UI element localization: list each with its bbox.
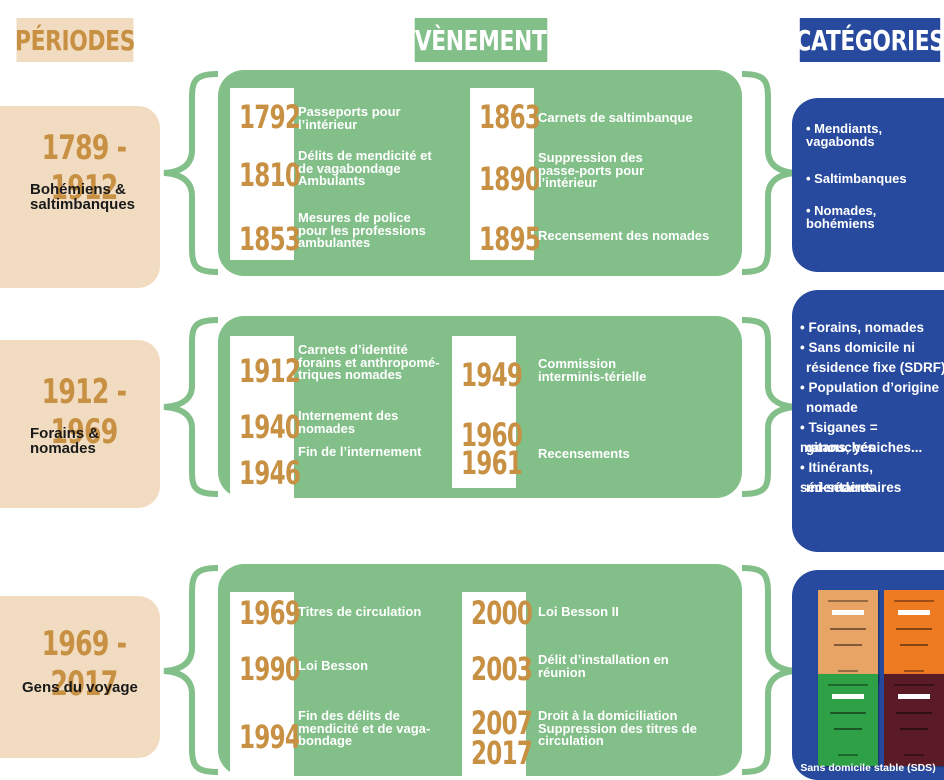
events-header: ÉVÈNEMENTS [400, 18, 562, 62]
carnet-document-orange [884, 590, 944, 682]
category-item: • Tsiganes = manouches [800, 420, 878, 455]
event-text: Loi Besson II [538, 604, 619, 619]
event-text: Carnets de saltimbanque [538, 110, 693, 125]
event-year: 1949 [460, 356, 523, 394]
events-box-3: 1969 Titres de circulation 1990 Loi Bess… [218, 564, 742, 776]
year-column-right-2 [452, 336, 516, 488]
event-text: Recensement des nomades [538, 228, 710, 243]
category-item: • Nomades, bohémiens [806, 203, 877, 231]
year-column-left-1 [230, 88, 294, 260]
period-label-2: Forains & nomades [30, 425, 100, 457]
brace-left-2 [163, 317, 219, 497]
events-box-1: 1792 Passeports pour l’intérieur 1810 Dé… [218, 70, 742, 276]
brace-right-1 [741, 71, 797, 275]
event-year: 1994 [238, 718, 301, 756]
event-year: 1853 [238, 220, 301, 258]
category-item: • Mendiants, vagabonds [806, 121, 883, 149]
event-year: 1912 [238, 352, 301, 390]
event-year: 1961 [460, 444, 523, 482]
event-text: Fin de l’internement [298, 444, 422, 459]
category-item: • Saltimbanques [806, 171, 907, 186]
category-item: gitans, yéniches... [806, 440, 923, 455]
event-text: Fin des délits de mendicité et de vaga-b… [298, 708, 431, 748]
event-year: 1940 [238, 408, 301, 446]
carnet-document-orange-light [818, 590, 878, 682]
carnet-document-maroon [884, 674, 944, 766]
event-year: 1946 [238, 454, 301, 492]
category-item: nomade [806, 400, 858, 415]
category-item: • Forains, nomades [800, 320, 925, 335]
event-text: Internement des nomades [298, 408, 399, 436]
categories-box-2: • Forains, nomades • Sans domicile ni ré… [792, 290, 944, 552]
period-box-3: 1969 - 2017 Gens du voyage [0, 596, 160, 758]
event-text: Recensements [538, 446, 630, 461]
sds-caption: Sans domicile stable (SDS) [800, 762, 936, 774]
categories-header: CATÉGORIES [795, 18, 944, 62]
event-text: Suppression des passe-ports pour l’intér… [538, 150, 645, 190]
period-years-1: 1789 - 1912 [41, 128, 128, 208]
event-year: 2017 [470, 734, 533, 772]
category-item: • Itinérants, sédentaires [800, 460, 876, 495]
period-label-3: Gens du voyage [22, 679, 138, 696]
event-year: 1863 [478, 98, 541, 136]
period-label-1: Bohémiens & saltimbanques [30, 181, 136, 213]
event-year: 1810 [238, 156, 301, 194]
brace-left-3 [163, 565, 219, 775]
event-text: Droit à la domiciliation Suppression des… [538, 708, 697, 748]
category-item: • Sans domicile ni [800, 340, 916, 355]
event-year: 1895 [478, 220, 541, 258]
event-year: 1890 [478, 160, 541, 198]
event-text: Titres de circulation [298, 604, 422, 619]
year-column-right-1 [470, 88, 534, 260]
category-item: • Population d’origine [800, 380, 939, 395]
brace-right-2 [741, 317, 797, 497]
carnet-document-green [818, 674, 878, 766]
event-year: 1792 [238, 98, 301, 136]
event-year: 1990 [238, 650, 301, 688]
categories-box-3 [792, 570, 944, 780]
event-year: 2003 [470, 650, 533, 688]
event-text: Mesures de police pour les professions a… [298, 210, 426, 250]
event-year: 1969 [238, 594, 301, 632]
brace-right-3 [741, 565, 797, 775]
category-item: résidence fixe (SDRF) [806, 360, 944, 375]
category-item: mi-sédentaires [806, 480, 902, 495]
event-text: Loi Besson [298, 658, 369, 673]
event-text: Commission interminis-térielle [538, 356, 647, 384]
event-year: 2000 [470, 594, 533, 632]
year-column-left-3 [230, 592, 294, 776]
period-years-3: 1969 - 2017 [41, 624, 128, 704]
categories-box-1: • Mendiants, vagabonds • Saltimbanques •… [792, 98, 944, 272]
event-text: Délit d’installation en réunion [538, 652, 669, 680]
period-years-2: 1912 - 1969 [41, 372, 128, 452]
event-text: Passeports pour l’intérieur [298, 104, 401, 132]
periods-header: PÉRIODES [15, 18, 135, 62]
period-box-2: 1912 - 1969 Forains & nomades [0, 340, 160, 508]
brace-left-1 [163, 71, 219, 275]
event-text: Délits de mendicité et de vagabondage Am… [298, 148, 432, 188]
year-column-right-3 [462, 592, 526, 776]
period-box-1: 1789 - 1912 Bohémiens & saltimbanques [0, 106, 160, 288]
year-column-left-2 [230, 336, 294, 498]
event-text: Carnets d’identité forains et anthropomé… [298, 342, 440, 382]
events-box-2: 1912 Carnets d’identité forains et anthr… [218, 316, 742, 498]
